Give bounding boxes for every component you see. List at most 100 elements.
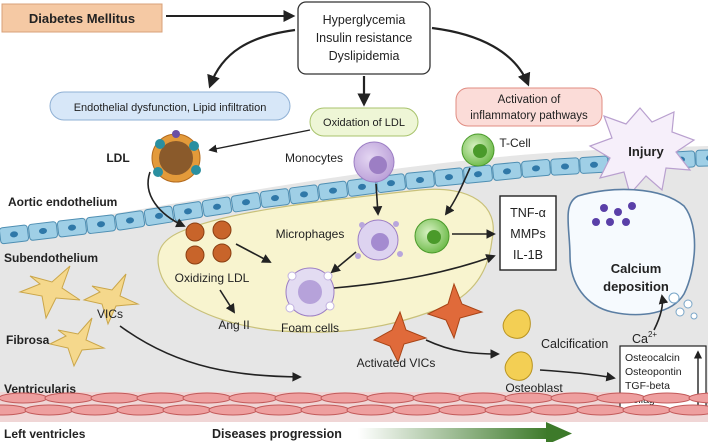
- endothelial-cell: [0, 224, 30, 245]
- endothelial-cell: [172, 201, 204, 222]
- muscle-cell: [366, 392, 416, 404]
- activated-vics-label: Activated VICs: [357, 356, 436, 370]
- arrow-monocyte-to-microphage: [372, 183, 383, 216]
- arrow-to-endothelial: [207, 28, 296, 89]
- osteoblast-label: Osteoblast: [505, 381, 563, 395]
- diabetes-mellitus-label: Diabetes Mellitus: [29, 11, 135, 26]
- muscle-cell: [162, 404, 212, 416]
- arrow-oxidation-to-ldl: [208, 129, 311, 153]
- endothelial-cell: [346, 177, 378, 197]
- marker-osteopontin: Osteopontin: [625, 366, 682, 378]
- endothelial-dysfunction-label: Endothelial dysfunction, Lipid infiltrat…: [74, 102, 267, 114]
- monocytes-label: Monocytes: [285, 151, 343, 165]
- aortic-endothelium-label: Aortic endothelium: [8, 195, 117, 209]
- arrow-calcium-up: [653, 294, 669, 331]
- endothelial-cell: [201, 196, 233, 217]
- calcium-label-line2: deposition: [603, 279, 669, 294]
- arrow-tcell-to-lesion: [444, 167, 471, 216]
- muscle-cell: [484, 404, 534, 416]
- subendothelium-label: Subendothelium: [4, 251, 98, 265]
- injury-label: Injury: [628, 144, 664, 159]
- arrow-foam-to-cytokines: [333, 254, 496, 289]
- activated-vics-icons: [372, 282, 484, 364]
- progression-bar: [358, 428, 548, 439]
- progression-arrowhead: [546, 422, 572, 442]
- inflammatory-label-line2: inflammatory pathways: [470, 110, 588, 122]
- arrow-vics-to-ventricularis: [119, 325, 302, 382]
- inflammatory-label-line1: Activation of: [498, 94, 561, 106]
- cytokine-il1b: IL-1B: [513, 248, 543, 262]
- endothelial-cell: [550, 157, 580, 176]
- monocyte-icon: [353, 141, 395, 183]
- muscle-cell: [576, 404, 626, 416]
- arrow-ldl-to-oxidized: [147, 171, 186, 228]
- ventricularis-label: Ventricularis: [4, 382, 76, 396]
- muscle-cell: [596, 392, 646, 404]
- foam-cell-icon: [285, 267, 335, 317]
- condition-insulin-resistance: Insulin resistance: [316, 31, 413, 45]
- calcium-bubbles-icon: [668, 292, 698, 320]
- arrow-microphage-to-foam: [330, 251, 357, 274]
- muscle-cell: [136, 392, 186, 404]
- arrow-to-inflammatory: [431, 26, 531, 87]
- cytokines-box: [499, 195, 557, 271]
- endothelial-cell: [85, 214, 117, 234]
- marker-tgf-beta: TGF-beta: [625, 380, 670, 392]
- calcification-label: Calcification: [541, 337, 608, 351]
- arrow-calcification-to-markers: [539, 369, 616, 382]
- endothelial-cell: [259, 188, 291, 208]
- vics-label: VICs: [97, 307, 123, 321]
- microphages-label: Microphages: [276, 227, 345, 241]
- endothelial-cell: [434, 167, 464, 187]
- ang-ii-label: Ang II: [218, 318, 249, 332]
- endothelial-cell: [695, 149, 708, 167]
- calcium-label-line1: Calcium: [611, 261, 662, 276]
- oxidation-ldl-label: Oxidation of LDL: [323, 117, 405, 129]
- cytokine-tnf: TNF-α: [510, 206, 546, 220]
- vics-icons: [18, 265, 140, 368]
- muscle-cell: [346, 404, 396, 416]
- ldl-particle-icon: [151, 130, 201, 183]
- endothelial-cell: [230, 192, 262, 213]
- muscle-cell: [0, 392, 48, 404]
- muscle-cell: [550, 392, 600, 404]
- endothelial-cell: [27, 221, 59, 241]
- oxidation-ldl-box: [309, 107, 419, 137]
- left-ventricles-label: Left ventricles: [4, 427, 86, 441]
- muscle-cell: [458, 392, 508, 404]
- arrow-oxidized-to-foam: [235, 243, 272, 263]
- foam-cells-label: Foam cells: [281, 321, 339, 335]
- muscle-cell: [642, 392, 692, 404]
- endothelial-cell: [405, 170, 435, 190]
- endothelial-dysfunction-box: [49, 91, 291, 121]
- activated-t-cell-icon: [414, 218, 450, 254]
- calcium-ion-charge: 2+: [648, 330, 657, 339]
- microphage-icon: [355, 219, 403, 261]
- muscle-cell: [300, 404, 350, 416]
- muscle-cell: [44, 392, 94, 404]
- marker-osteocalcin: Osteocalcin: [625, 352, 680, 364]
- ventricle-muscle-cells: [0, 392, 708, 416]
- endothelial-cell: [521, 158, 551, 178]
- muscle-cell: [228, 392, 278, 404]
- osteoblast-icons: [502, 309, 533, 381]
- muscle-cell: [392, 404, 442, 416]
- oxidizing-ldl-label: Oxidizing LDL: [175, 271, 250, 285]
- muscle-cell: [438, 404, 488, 416]
- endothelial-cell: [492, 161, 522, 181]
- fibrosa-label: Fibrosa: [6, 333, 50, 347]
- endothelial-cell: [317, 180, 349, 201]
- conditions-box: [297, 1, 431, 75]
- muscle-cell: [208, 404, 258, 416]
- muscle-cell: [622, 404, 672, 416]
- diseases-progression-label: Diseases progression: [212, 427, 342, 441]
- ldl-label: LDL: [106, 151, 129, 165]
- condition-dyslipidemia: Dyslipidemia: [329, 49, 400, 63]
- endothelial-cell: [56, 217, 88, 238]
- diabetes-mellitus-box: [1, 3, 163, 33]
- muscle-cell: [24, 404, 74, 416]
- muscle-cell: [254, 404, 304, 416]
- muscle-cell: [504, 392, 554, 404]
